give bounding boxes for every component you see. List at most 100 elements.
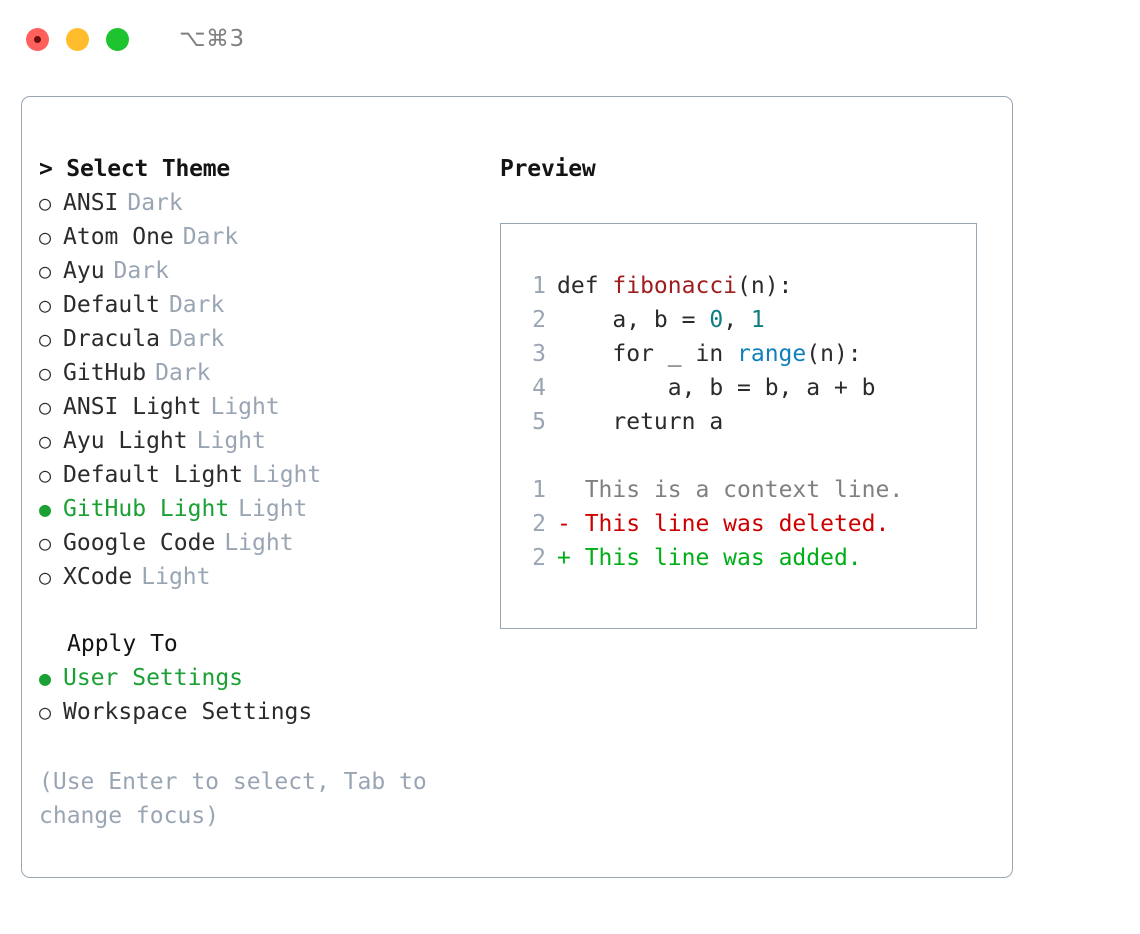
theme-option-label: Google Code	[63, 530, 216, 556]
theme-option-kind-badge: Light	[224, 530, 294, 556]
minimize-button[interactable]	[66, 27, 89, 51]
select-theme-heading: > Select Theme	[39, 156, 231, 182]
diff-line-number: 1	[532, 477, 546, 503]
code-line-number: 3	[532, 341, 546, 367]
code-token-plain: a, b =	[557, 307, 710, 333]
code-line-content: a, b = b, a + b	[557, 371, 876, 405]
radio-unselected-icon: ○	[39, 700, 52, 724]
theme-option-label: XCode	[63, 564, 133, 590]
theme-option-label: ANSI	[63, 190, 119, 216]
diff-line-number: 2	[532, 545, 546, 571]
theme-option-label: Default Light	[63, 462, 244, 488]
keyboard-hint: (Use Enter to select, Tab to change focu…	[39, 769, 441, 829]
code-line-number: 4	[532, 375, 546, 401]
diff-sample: 1 This is a context line.2- This line wa…	[518, 473, 976, 575]
radio-unselected-icon: ○	[39, 395, 52, 419]
diff-line-text: This is a context line.	[584, 477, 904, 503]
code-token-plain: for _ in	[557, 341, 738, 367]
theme-option-kind-badge: Light	[196, 428, 266, 454]
radio-unselected-icon: ○	[39, 191, 52, 215]
code-token-plain: return a	[557, 409, 724, 435]
diff-marker: +	[557, 545, 585, 571]
code-line: 1 def fibonacci(n):	[518, 269, 976, 303]
code-spacer	[518, 439, 976, 473]
code-token-plain: (n):	[806, 341, 862, 367]
theme-option-ayu-light[interactable]: ○ Ayu Light Light	[39, 424, 492, 458]
radio-unselected-icon: ○	[39, 327, 52, 351]
diff-line-add: 2 + This line was added.	[518, 541, 976, 575]
radio-unselected-icon: ○	[39, 293, 52, 317]
theme-option-label: Atom One	[63, 224, 174, 250]
radio-unselected-icon: ○	[39, 531, 52, 555]
zoom-button[interactable]	[106, 27, 129, 51]
code-line-number: 2	[532, 307, 546, 333]
theme-option-label: Ayu Light	[63, 428, 188, 454]
theme-option-ansi[interactable]: ○ ANSI Dark	[39, 186, 492, 220]
theme-option-kind-badge: Dark	[168, 292, 225, 318]
window-title: ⌥⌘3	[179, 26, 245, 52]
code-token-plain: def	[557, 273, 613, 299]
code-line: 3 for _ in range(n):	[518, 337, 976, 371]
apply-to-heading: Apply To	[67, 631, 178, 657]
window-controls	[26, 27, 129, 51]
preview-heading: Preview	[500, 156, 596, 182]
apply-to-option-user-settings[interactable]: ●User Settings	[39, 661, 492, 695]
code-token-fn: fibonacci	[612, 273, 738, 299]
code-token-call: range	[737, 341, 807, 367]
theme-option-default-light[interactable]: ○ Default Light Light	[39, 458, 492, 492]
theme-option-kind-badge: Dark	[182, 224, 239, 250]
diff-line-ctx: 1 This is a context line.	[518, 473, 976, 507]
theme-option-label: Ayu	[63, 258, 105, 284]
theme-option-kind-badge: Light	[238, 496, 308, 522]
diff-line-del: 2- This line was deleted.	[518, 507, 976, 541]
code-line: 4 a, b = b, a + b	[518, 371, 976, 405]
theme-option-label: ANSI Light	[63, 394, 202, 420]
theme-option-kind-badge: Light	[210, 394, 280, 420]
code-line-content: def fibonacci(n):	[557, 269, 792, 303]
code-line-number: 5	[532, 409, 546, 435]
theme-option-label: Dracula	[63, 326, 160, 352]
code-token-plain: (n):	[737, 273, 793, 299]
theme-option-ayu[interactable]: ○ Ayu Dark	[39, 254, 492, 288]
diff-line-text: This line was deleted.	[584, 511, 890, 537]
apply-to-list: ●User Settings○Workspace Settings	[39, 661, 492, 729]
theme-option-kind-badge: Light	[252, 462, 322, 488]
code-token-num: 0	[709, 307, 724, 333]
radio-unselected-icon: ○	[39, 429, 52, 453]
code-line-number: 1	[532, 273, 546, 299]
diff-marker	[557, 473, 585, 507]
radio-unselected-icon: ○	[39, 565, 52, 589]
theme-option-kind-badge: Dark	[155, 360, 211, 386]
code-line-content: for _ in range(n):	[557, 337, 862, 371]
radio-selected-icon: ●	[39, 497, 52, 521]
diff-line-text: This line was added.	[584, 545, 862, 571]
radio-unselected-icon: ○	[39, 259, 52, 283]
theme-option-kind-badge: Dark	[127, 190, 183, 216]
theme-option-kind-badge: Dark	[113, 258, 169, 284]
code-line: 2 a, b = 0, 1	[518, 303, 976, 337]
theme-option-label: GitHub Light	[63, 496, 230, 522]
theme-option-xcode[interactable]: ○ XCode Light	[39, 560, 492, 594]
code-token-plain: a, b = b, a + b	[557, 375, 876, 401]
apply-to-option-label: User Settings	[63, 665, 244, 691]
radio-unselected-icon: ○	[39, 361, 52, 385]
code-line-content: a, b = 0, 1	[557, 303, 764, 337]
theme-option-google-code[interactable]: ○ Google Code Light	[39, 526, 492, 560]
theme-option-ansi-light[interactable]: ○ ANSI Light Light	[39, 390, 492, 424]
code-line: 5 return a	[518, 405, 976, 439]
apply-to-option-workspace-settings[interactable]: ○Workspace Settings	[39, 695, 492, 729]
radio-unselected-icon: ○	[39, 463, 52, 487]
theme-option-github-light[interactable]: ● GitHub Light Light	[39, 492, 492, 526]
theme-option-kind-badge: Light	[141, 564, 211, 590]
close-button[interactable]	[26, 27, 49, 51]
